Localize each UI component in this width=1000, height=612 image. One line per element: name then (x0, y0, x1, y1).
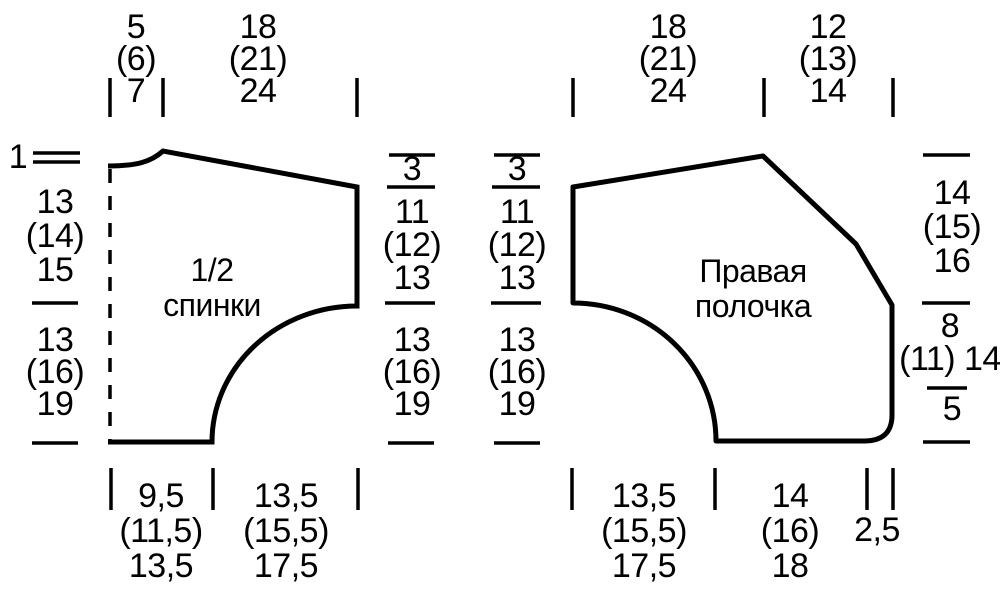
front-shoulder-slope-height: 3 (507, 150, 527, 188)
front-piece-outline (570, 153, 895, 444)
bottom-tick-marks (109, 468, 895, 510)
front-side-seam-height: 13 (16) 19 (487, 321, 547, 423)
back-left-upper-height: 13 (14) 15 (25, 183, 85, 289)
front-left-column-separators (491, 153, 541, 445)
front-top-neck-width: 12 (13) 14 (798, 8, 858, 110)
back-top-width: 18 (21) 24 (228, 8, 288, 110)
front-top-width: 18 (21) 24 (638, 8, 698, 110)
back-shoulder-slope-height: 3 (402, 150, 422, 188)
back-side-seam-height: 13 (16) 19 (382, 321, 442, 423)
back-piece-outline (107, 148, 360, 445)
back-neck-rise: 1 (8, 138, 28, 176)
left-column-separators (32, 151, 80, 445)
back-right-column-separators (385, 153, 435, 445)
front-neck-slope-height: 14 (15) 16 (922, 174, 982, 280)
back-bottom-width-outer: 13,5 (15,5) 17,5 (243, 477, 329, 585)
front-armhole-depth: 11 (12) 13 (487, 193, 547, 297)
front-right-column-separators (922, 153, 970, 444)
front-bottom-width-outer: 13,5 (15,5) 17,5 (601, 477, 687, 585)
front-bottom-edge-width: 2,5 (854, 511, 900, 549)
back-top-shoulder-width: 5 (6) 7 (115, 8, 157, 110)
back-piece-title: 1/2 спинки (163, 252, 261, 323)
back-bottom-width-inner: 9,5 (11,5) 13,5 (119, 477, 203, 585)
back-left-lower-height: 13 (16) 19 (25, 321, 85, 423)
front-bottom-width-inner: 14 (16) 18 (760, 477, 820, 585)
back-armhole-depth: 11 (12) 13 (382, 193, 442, 297)
front-lower-edge-height: 5 (942, 390, 962, 428)
front-edge-height: 8 (11) 14 (899, 307, 1000, 378)
front-piece-title: Правая полочка (694, 253, 812, 324)
top-tick-marks (108, 78, 895, 117)
